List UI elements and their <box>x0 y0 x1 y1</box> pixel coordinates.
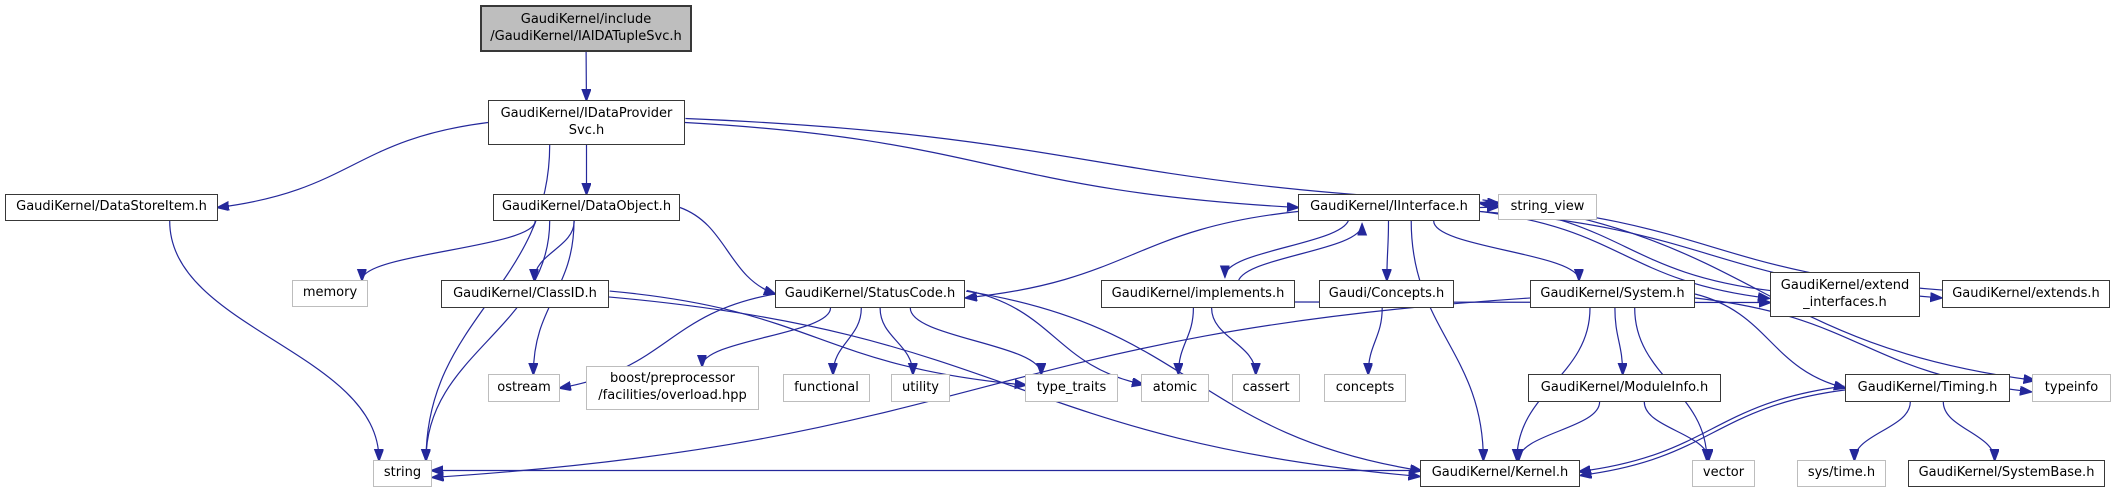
include-edge-statuscode-to-type_traits <box>909 307 1041 374</box>
graph-node-datastoreitem[interactable]: GaudiKernel/DataStoreItem.h <box>5 194 218 221</box>
graph-node-system[interactable]: GaudiKernel/System.h <box>1530 280 1695 308</box>
include-edge-system-to-string <box>433 297 1531 478</box>
graph-node-dataobject[interactable]: GaudiKernel/DataObject.h <box>493 194 680 221</box>
include-edge-implements-to-cassert <box>1211 307 1256 374</box>
include-edge-timing-to-systembase <box>1942 401 1994 460</box>
include-edge-dataobject-to-memory <box>362 220 536 280</box>
include-edge-statuscode-to-utility <box>879 307 913 374</box>
include-edge-dataobject-to-statuscode <box>679 206 775 295</box>
include-edge-concepts_h-to-concepts <box>1368 307 1383 374</box>
graph-node-cassert: cassert <box>1232 374 1300 402</box>
include-edge-idataprovidersvc-to-datastoreitem <box>218 121 489 208</box>
include-edge-idataprovidersvc-to-string_view <box>685 117 1498 204</box>
include-edge-iinterface-to-kernel <box>1410 220 1483 460</box>
graph-node-atomic: atomic <box>1141 374 1209 402</box>
graph-node-statuscode[interactable]: GaudiKernel/StatusCode.h <box>775 280 965 308</box>
graph-node-sys_time: sys/time.h <box>1797 460 1886 487</box>
graph-node-ostream: ostream <box>488 374 560 402</box>
include-edge-timing-to-sys_time <box>1854 401 1911 460</box>
graph-node-concepts_h[interactable]: Gaudi/Concepts.h <box>1319 280 1454 308</box>
graph-node-typeinfo: typeinfo <box>2032 374 2111 402</box>
include-edge-iinterface-to-string_view <box>1479 207 1498 208</box>
include-edge-dataobject-to-string <box>426 220 551 460</box>
include-edge-statuscode-to-boost_overload <box>702 307 832 366</box>
graph-node-idataprovidersvc[interactable]: GaudiKernel/IDataProvider Svc.h <box>488 100 685 145</box>
graph-node-vector: vector <box>1692 460 1755 487</box>
include-edge-iinterface-to-system <box>1433 220 1579 280</box>
include-edge-iinterface-to-implements <box>1225 217 1350 276</box>
graph-node-iaida: GaudiKernel/include /GaudiKernel/IAIDATu… <box>480 5 692 52</box>
include-edge-timing-to-kernel <box>1581 389 1846 476</box>
graph-node-moduleinfo[interactable]: GaudiKernel/ModuleInfo.h <box>1528 374 1721 402</box>
graph-node-iinterface[interactable]: GaudiKernel/IInterface.h <box>1298 194 1480 221</box>
include-edge-idataprovidersvc-to-iinterface <box>684 121 1298 208</box>
include-edge-dataobject-to-classid <box>534 220 575 280</box>
include-edge-statuscode-to-functional <box>833 307 862 374</box>
graph-node-boost_overload: boost/preprocessor /facilities/overload.… <box>586 366 759 410</box>
edges <box>169 51 2035 478</box>
graph-node-kernel[interactable]: GaudiKernel/Kernel.h <box>1420 460 1580 487</box>
graph-node-type_traits: type_traits <box>1025 374 1118 402</box>
include-edge-iinterface-to-concepts_h <box>1387 220 1389 280</box>
graph-node-extend_interfaces[interactable]: GaudiKernel/extend _interfaces.h <box>1770 272 1920 317</box>
graph-node-timing[interactable]: GaudiKernel/Timing.h <box>1845 374 2010 402</box>
include-edge-system-to-timing <box>1694 293 1845 388</box>
include-edge-system-to-moduleinfo <box>1614 307 1623 374</box>
include-edge-timing-to-kernel <box>1579 385 1845 472</box>
include-edge-implements-to-atomic <box>1178 307 1194 374</box>
graph-node-classid[interactable]: GaudiKernel/ClassID.h <box>441 280 609 308</box>
include-edge-classid-to-type_traits <box>609 290 1026 385</box>
include-edge-moduleinfo-to-vector <box>1643 401 1708 460</box>
graph-node-memory: memory <box>292 280 368 307</box>
include-edge-moduleinfo-to-kernel <box>1519 401 1601 460</box>
graph-node-string: string <box>373 460 432 487</box>
include-edge-implements-to-iinterface <box>1237 225 1362 284</box>
include-edge-classid-to-kernel <box>608 296 1419 477</box>
graph-node-concepts: concepts <box>1324 374 1406 402</box>
graph-node-implements[interactable]: GaudiKernel/implements.h <box>1101 280 1295 308</box>
include-edge-datastoreitem-to-string <box>169 220 379 460</box>
graph-node-systembase[interactable]: GaudiKernel/SystemBase.h <box>1908 460 2105 487</box>
graph-node-extends[interactable]: GaudiKernel/extends.h <box>1942 280 2110 308</box>
include-edge-iinterface-to-statuscode <box>966 210 1300 298</box>
graph-node-string_view: string_view <box>1498 194 1597 220</box>
graph-node-functional: functional <box>783 374 870 402</box>
graph-node-utility: utility <box>891 374 950 402</box>
